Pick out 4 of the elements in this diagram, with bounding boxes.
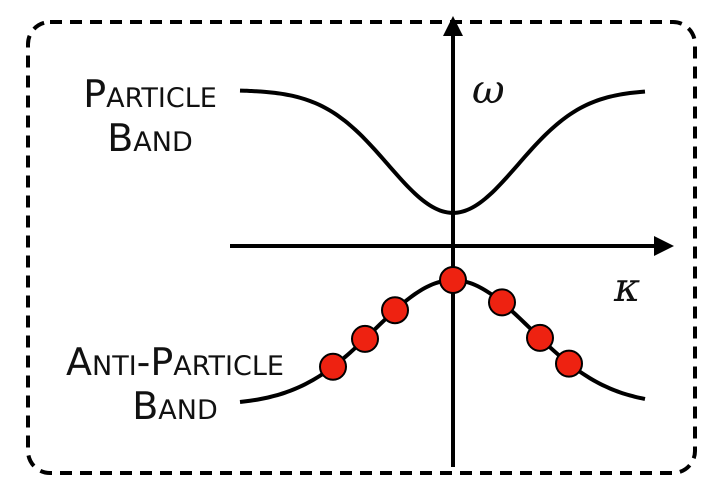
axis-label: ω [472, 68, 505, 112]
axis-label: κ [614, 266, 640, 310]
band-label: Anti-Particle Band [65, 340, 285, 428]
band-label: Particle Band [82, 72, 218, 160]
